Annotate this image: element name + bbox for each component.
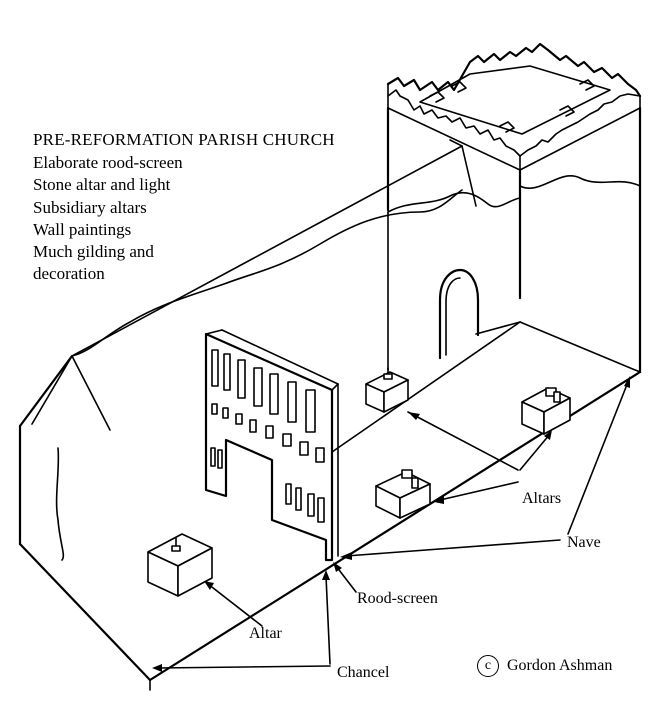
credit-name: Gordon Ashman — [507, 657, 613, 674]
label-altars: Altars — [522, 490, 562, 507]
chancel-altar — [147, 533, 213, 597]
nave-walls — [18, 139, 642, 691]
nave-altar-3 — [521, 387, 571, 435]
title-line-2: Stone altar and light — [33, 175, 171, 195]
tower-battlements — [386, 42, 642, 171]
copyright-credit: c Gordon Ashman — [477, 655, 612, 677]
title-line-6: decoration — [33, 264, 105, 284]
annotation-arrows — [152, 376, 630, 672]
rood-screen-upper-windows — [211, 349, 316, 433]
nave-altar-1 — [365, 367, 409, 413]
title-line-1: Elaborate rood-screen — [33, 153, 183, 172]
label-rood-screen: Rood-screen — [357, 590, 438, 607]
copyright-icon: c — [477, 655, 499, 677]
label-nave: Nave — [567, 534, 601, 551]
title-heading: PRE-REFORMATION PARISH CHURCH — [33, 130, 335, 149]
title-line-4: Wall paintings — [33, 219, 132, 239]
rood-screen-lower-openings — [210, 447, 325, 523]
label-altar: Altar — [249, 625, 282, 642]
rood-screen-middle-openings — [211, 403, 325, 463]
tower-body — [386, 106, 642, 374]
title-line-3: Subsidiary altars — [33, 197, 147, 217]
nave-altar-2 — [375, 469, 431, 519]
title-line-5: Much gilding and — [33, 242, 154, 262]
title-block: PRE-REFORMATION PARISH CHURCH Elaborate … — [33, 128, 335, 286]
rood-screen — [204, 329, 339, 562]
label-chancel: Chancel — [337, 664, 390, 681]
